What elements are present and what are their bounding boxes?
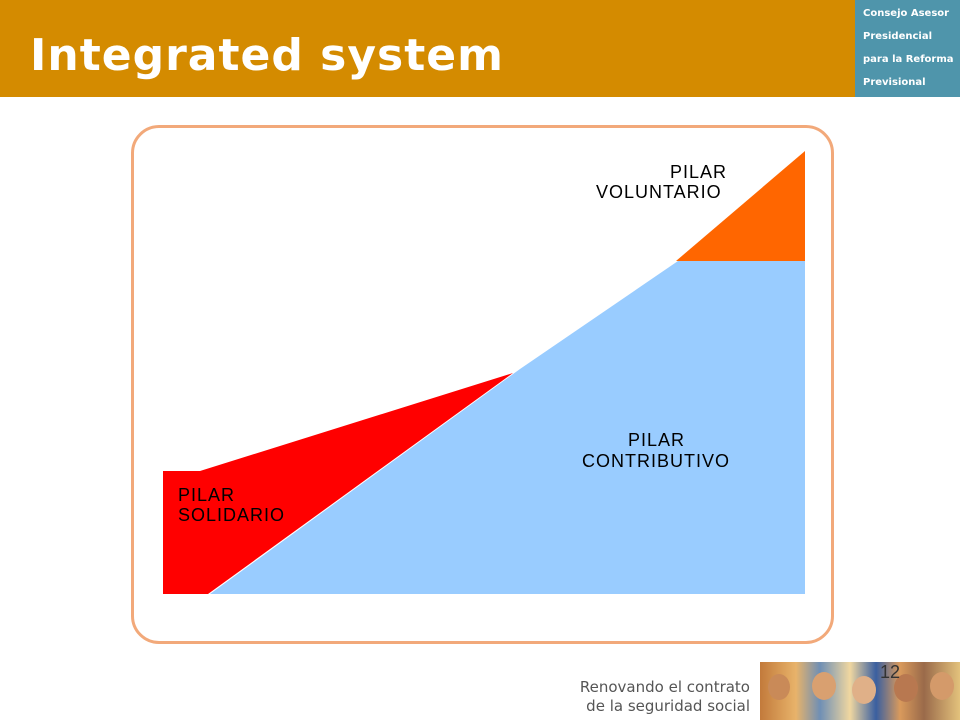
org-name-line: Presidencial [863,31,933,42]
pilar-solidario-label-1: PILAR [178,485,235,505]
slogan-line: Renovando el contrato [579,678,750,696]
pilar-contributivo-shape [210,261,805,594]
face-image [852,676,876,704]
page-title: Integrated system [30,30,504,81]
pilar-solidario-label-2: SOLIDARIO [178,505,285,525]
pilar-voluntario-label-1: PILAR [670,162,727,182]
org-name-line: para la Reforma [863,54,954,65]
org-name-line: Previsional [863,77,926,88]
pilar-solidario-shape [163,373,513,594]
org-name-line: Consejo Asesor [863,8,950,19]
pilar-voluntario-shape [676,151,805,261]
page-number: 12 [880,662,901,682]
face-image [812,672,836,700]
pilar-contributivo-label-1: PILAR [628,430,685,450]
slogan-line: de la seguridad social [586,697,750,715]
header-bar: Integrated system [0,0,855,97]
pilar-contributivo-label-2: CONTRIBUTIVO [582,451,730,471]
org-logo-box: Consejo Asesor Presidencial para la Refo… [855,0,960,97]
face-image [768,674,790,700]
face-image [930,672,954,700]
pilar-voluntario-label-2: VOLUNTARIO [596,182,722,202]
face-image [894,674,918,702]
diagram-frame [131,125,834,644]
people-photo [760,662,960,720]
